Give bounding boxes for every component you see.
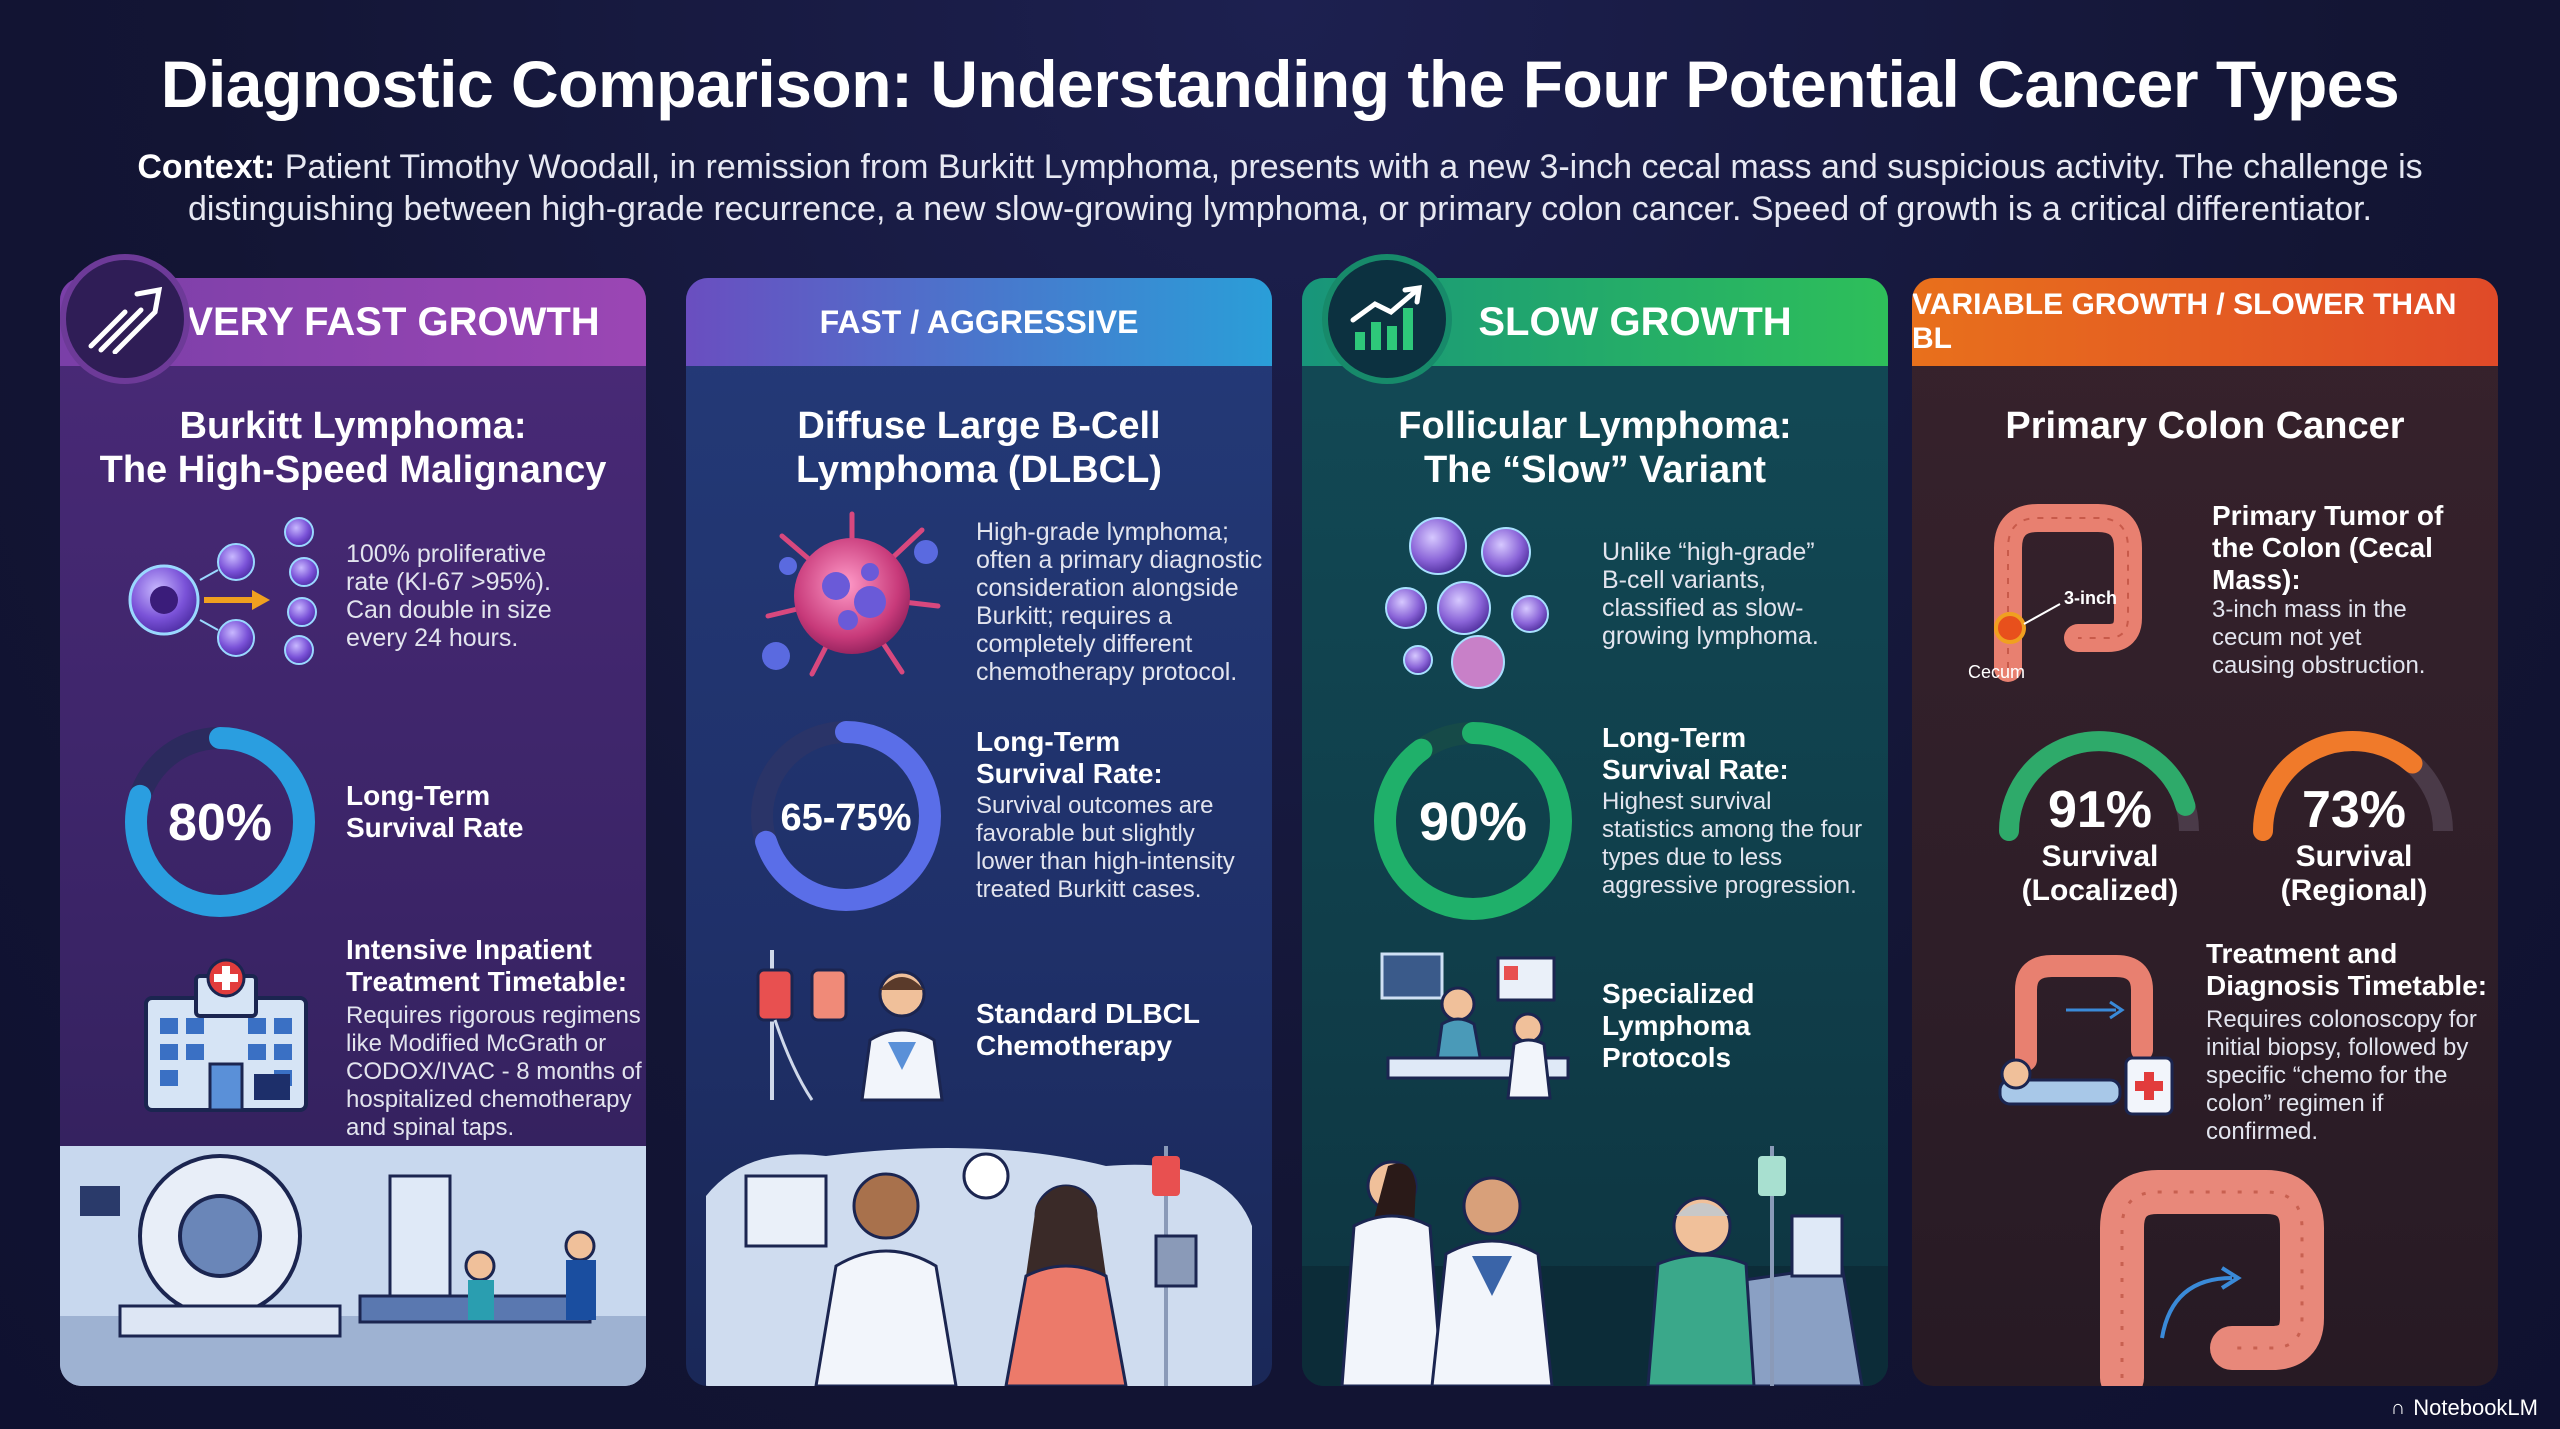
card-primary-colon-cancer: VARIABLE GROWTH / SLOWER THAN BL Primary… [1912,278,2498,1386]
context-paragraph: Context: Patient Timothy Woodall, in rem… [110,146,2450,230]
trend-up-arrows-icon [60,254,190,384]
treatment-description: Requires colonoscopy for initial biopsy,… [2206,1006,2477,1145]
iv-bags-doctor-icon [756,950,944,1102]
treatment-title: Treatment and Diagnosis Timetable: [2206,938,2488,1001]
survival-ring-arc [751,721,941,911]
card-title-line1: Burkitt Lymphoma: [179,405,527,447]
survival-value: 90% [1419,792,1527,852]
card-dlbcl: FAST / AGGRESSIVE Diffuse Large B-Cell L… [686,278,1272,1386]
gauge-localized-label: Survival (Localized) [2021,840,2179,907]
card-burkitt-lymphoma: VERY FAST GROWTH Burkitt Lymphoma: The H… [60,278,646,1386]
infusion-ward-illustration [1302,1146,1888,1386]
notebooklm-logo-icon: ∩ [2390,1396,2406,1419]
specialist-care-icon [1380,952,1570,1100]
hospital-icon [144,958,308,1112]
gauge-regional-label: Survival (Regional) [2280,840,2428,907]
survival-description: Survival outcomes are favorable but slig… [976,792,1235,903]
lymphoma-cells-icon [1385,517,1549,689]
tumor-description: 3-inch mass in the cecum not yet causing… [2212,596,2426,679]
card-follicular-lymphoma: SLOW GROWTH Follicular Lymphoma: The “Sl… [1302,278,1888,1386]
treatment-description: Requires rigorous regimens like Modified… [346,1002,642,1141]
bar-chart-growth-icon [1322,254,1452,384]
survival-ring: 80% [125,727,315,917]
survival-title: Long-Term Survival Rate [346,780,524,843]
large-colon-illustration [2100,1170,2324,1386]
survival-ring-arc [1374,722,1572,920]
treatment-title: Specialized Lymphoma Protocols [1602,978,1755,1073]
survival-value: 65-75% [781,797,912,839]
dlbcl-description: High-grade lymphoma; often a primary dia… [976,518,1263,686]
footer-brand: ∩ NotebookLM [2391,1395,2538,1421]
survival-ring-arc [125,727,315,917]
card-title-line1: Follicular Lymphoma: [1398,405,1792,447]
card-title: Diffuse Large B-Cell Lymphoma (DLBCL) [686,404,1272,492]
gauge-regional [2253,731,2453,841]
gauge-localized-value: 91% [2047,781,2153,839]
context-label: Context: [137,148,276,186]
proliferation-description: 100% proliferative rate (KI-67 >95%). Ca… [346,540,552,652]
tumor-title: Primary Tumor of the Colon (Cecal Mass): [2212,500,2444,595]
cancer-cell-icon [762,511,941,677]
card-title-line2: Lymphoma (DLBCL) [796,449,1162,491]
treatment-title: Intensive Inpatient Treatment Timetable: [346,934,628,997]
card-title-line2: The High-Speed Malignancy [99,449,607,491]
survival-ring: 65-75% [751,721,941,911]
colonoscopy-icon [1998,955,2174,1116]
radiation-room-illustration [60,1146,646,1386]
doctor-consultation-illustration [706,1146,1252,1386]
context-text: Patient Timothy Woodall, in remission fr… [187,148,2423,228]
page-title: Diagnostic Comparison: Understanding the… [160,47,2400,121]
card-title-line1: Primary Colon Cancer [2005,405,2405,447]
survival-description: Highest survival statistics among the fo… [1602,788,1863,899]
gauge-regional-value: 73% [2301,781,2407,839]
colon-diagram: 3-inch Cecum [1968,504,2142,682]
gauge-localized [1999,731,2199,841]
survival-ring: 90% [1374,722,1572,920]
colon-mass-label: 3-inch [2064,588,2117,608]
footer-brand-label: NotebookLM [2413,1395,2538,1420]
card-title: Primary Colon Cancer [1912,404,2498,448]
growth-band: FAST / AGGRESSIVE [686,278,1272,366]
card-title: Burkitt Lymphoma: The High-Speed Maligna… [60,404,646,492]
gauge-arc [2253,731,2423,841]
colon-cecum-label: Cecum [1968,662,2025,682]
survival-title: Long-Term Survival Rate: [1602,722,1789,785]
growth-band: VARIABLE GROWTH / SLOWER THAN BL [1912,278,2498,366]
survival-value: 80% [168,794,272,852]
card-title-line2: The “Slow” Variant [1423,449,1767,491]
card-title: Follicular Lymphoma: The “Slow” Variant [1302,404,1888,492]
gauge-arc [1999,731,2196,841]
card-title-line1: Diffuse Large B-Cell [797,405,1161,447]
treatment-title: Standard DLBCL Chemotherapy [976,998,1200,1061]
survival-title: Long-Term Survival Rate: [976,726,1163,789]
dividing-cells-icon [128,517,319,665]
follicular-description: Unlike “high-grade” B-cell variants, cla… [1602,538,1819,650]
